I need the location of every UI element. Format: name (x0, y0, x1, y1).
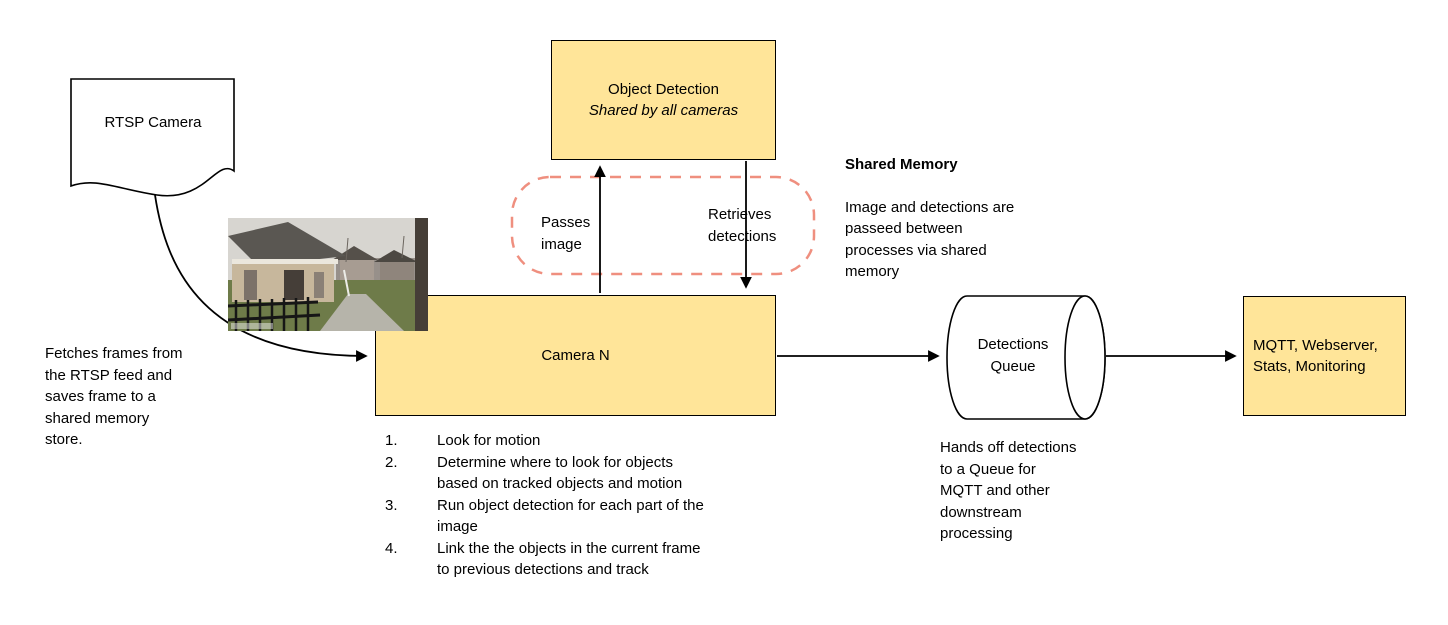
step-text: Determine where to look for objects base… (437, 453, 683, 493)
shared-memory-title: Shared Memory (845, 155, 958, 173)
fetch-frames-note: Fetches frames from the RTSP feed and sa… (45, 345, 183, 448)
camera-step-2: 2. Determine where to look for objects b… (385, 452, 780, 495)
step-text: Link the the objects in the current fram… (437, 539, 701, 579)
step-number: 2. (385, 453, 398, 471)
step-text: Run object detection for each part of th… (437, 496, 704, 536)
step-number: 1. (385, 432, 398, 449)
camera-n-label: Camera N (541, 347, 610, 364)
step-text: Look for motion (437, 432, 541, 449)
object-detection-node: Object Detection Shared by all cameras (551, 40, 776, 160)
camera-step-3: 3. Run object detection for each part of… (385, 495, 780, 538)
rtsp-camera-label: RTSP Camera (104, 114, 202, 131)
step-number: 4. (385, 539, 398, 557)
step-number: 3. (385, 496, 398, 514)
mqtt-label: MQTT, Webserver, Stats, Monitoring (1253, 337, 1378, 375)
mqtt-node: MQTT, Webserver, Stats, Monitoring (1243, 296, 1406, 416)
snapshot-porch-post (415, 218, 428, 331)
queue-handoff-note: Hands off detections to a Queue for MQTT… (940, 439, 1077, 542)
shared-memory-body: Image and detections are passeed between… (845, 198, 1015, 281)
camera-n-node: Camera N (375, 295, 776, 416)
snapshot-timestamp-overlay (231, 323, 273, 329)
object-detection-subtitle: Shared by all cameras (588, 102, 739, 119)
retrieves-detections-label: Retrieves detections (708, 206, 777, 245)
camera-snapshot-image (228, 218, 428, 331)
camera-steps-list: 1. Look for motion 2. Determine where to… (385, 430, 780, 581)
rtsp-camera-shape (70, 78, 235, 197)
detections-queue-label: Detections Queue (977, 336, 1049, 375)
camera-step-4: 4. Link the the objects in the current f… (385, 538, 780, 581)
shared-memory-note: Shared Memory Image and detections are p… (845, 132, 1060, 304)
object-detection-title: Object Detection (608, 81, 719, 98)
passes-image-label: Passes image (541, 214, 591, 253)
detections-queue-rim (1064, 295, 1106, 420)
camera-step-1: 1. Look for motion (385, 430, 780, 452)
